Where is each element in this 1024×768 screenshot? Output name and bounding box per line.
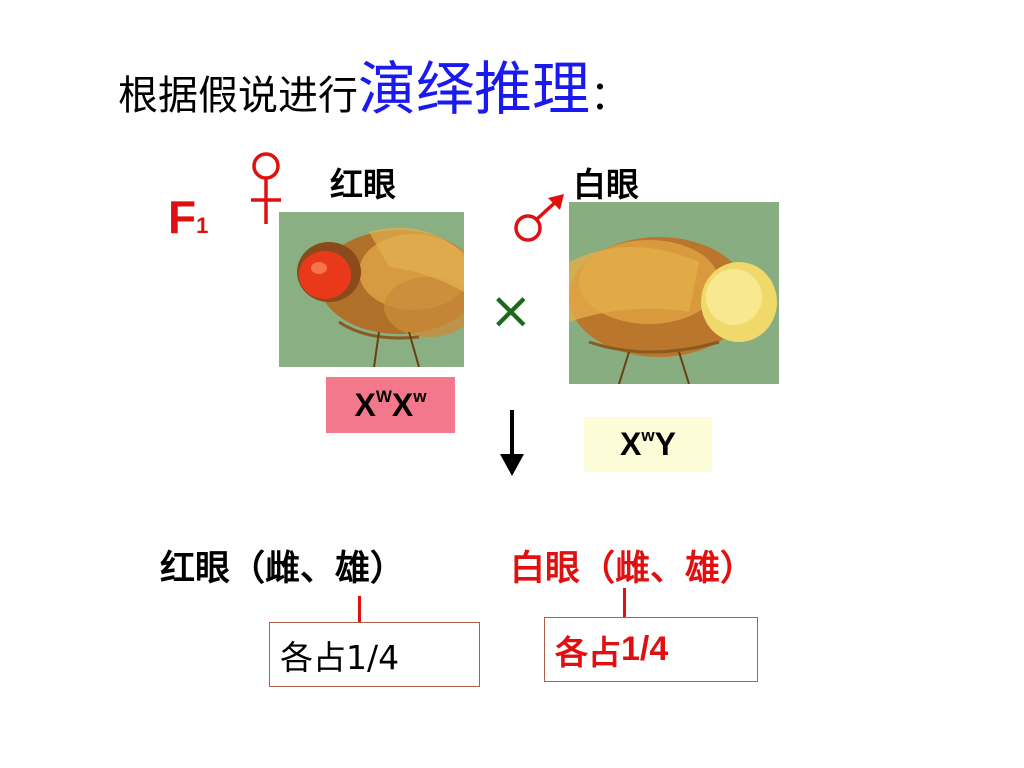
female-fly-image: [279, 212, 464, 367]
slide-title: 根据假说进行演绎推理：: [118, 42, 630, 132]
cross-symbol: ×: [489, 281, 533, 341]
male-phenotype-label: 白眼: [573, 165, 639, 204]
title-emphasis: 演绎推理: [358, 55, 591, 123]
male-fly-image: [569, 202, 779, 384]
male-symbol-icon: [514, 194, 564, 242]
offspring-red-eye: 红眼（雌、雄）: [160, 549, 406, 589]
title-prefix: 根据假说进行: [118, 73, 358, 119]
generation-subscript: 1: [196, 213, 209, 238]
generation-label: F1: [168, 190, 208, 244]
male-genotype-box: XwY: [584, 417, 712, 472]
down-arrow-icon: [500, 410, 524, 476]
ratio-right-value: 1/4: [621, 630, 669, 668]
female-phenotype-label: 红眼: [330, 165, 396, 204]
connector-left: [358, 596, 361, 622]
title-colon: ：: [590, 73, 631, 119]
generation-letter: F: [168, 191, 197, 243]
offspring-white-eye: 白眼（雌、雄）: [510, 549, 756, 589]
connector-right: [623, 588, 626, 617]
female-symbol-icon: [251, 152, 281, 224]
ratio-box-left: 各占1/4: [269, 622, 480, 687]
female-genotype: XWXw: [354, 386, 427, 423]
male-genotype: XwY: [620, 426, 676, 462]
female-genotype-box: XWXw: [326, 377, 455, 433]
ratio-right-prefix: 各占: [555, 632, 621, 672]
ratio-left-text: 各占1/4: [280, 637, 400, 677]
